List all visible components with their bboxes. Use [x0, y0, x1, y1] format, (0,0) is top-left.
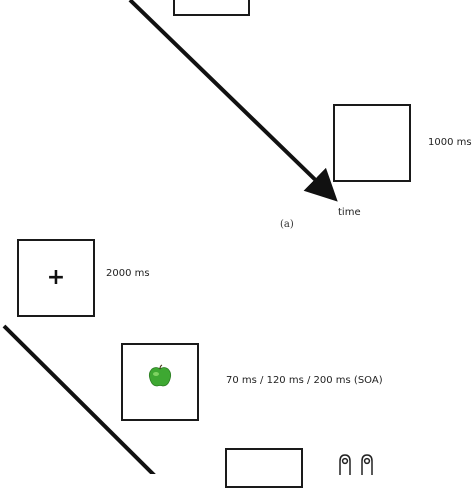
blank-duration-label: 1000 ms: [428, 137, 472, 148]
time-arrow-b: [2, 324, 156, 474]
green-apple-icon: [148, 364, 172, 387]
response-screen-frame: [225, 448, 303, 488]
trial-screen-frame-blank: [333, 104, 411, 182]
keyboard-keys-icon: [339, 454, 373, 475]
fixation-screen-frame: +: [17, 239, 95, 317]
time-label: time: [338, 207, 361, 218]
fixation-duration-label: 2000 ms: [106, 268, 150, 279]
stimulus-duration-label: 70 ms / 120 ms / 200 ms (SOA): [226, 375, 383, 386]
time-arrow-a: [128, 0, 338, 202]
trial-screen-frame-top: [173, 0, 250, 16]
panel-caption-a: (a): [280, 219, 294, 230]
fixation-cross: +: [46, 265, 66, 290]
timeline-arrows: [2, 0, 338, 474]
stimulus-screen-frame: [121, 343, 199, 421]
